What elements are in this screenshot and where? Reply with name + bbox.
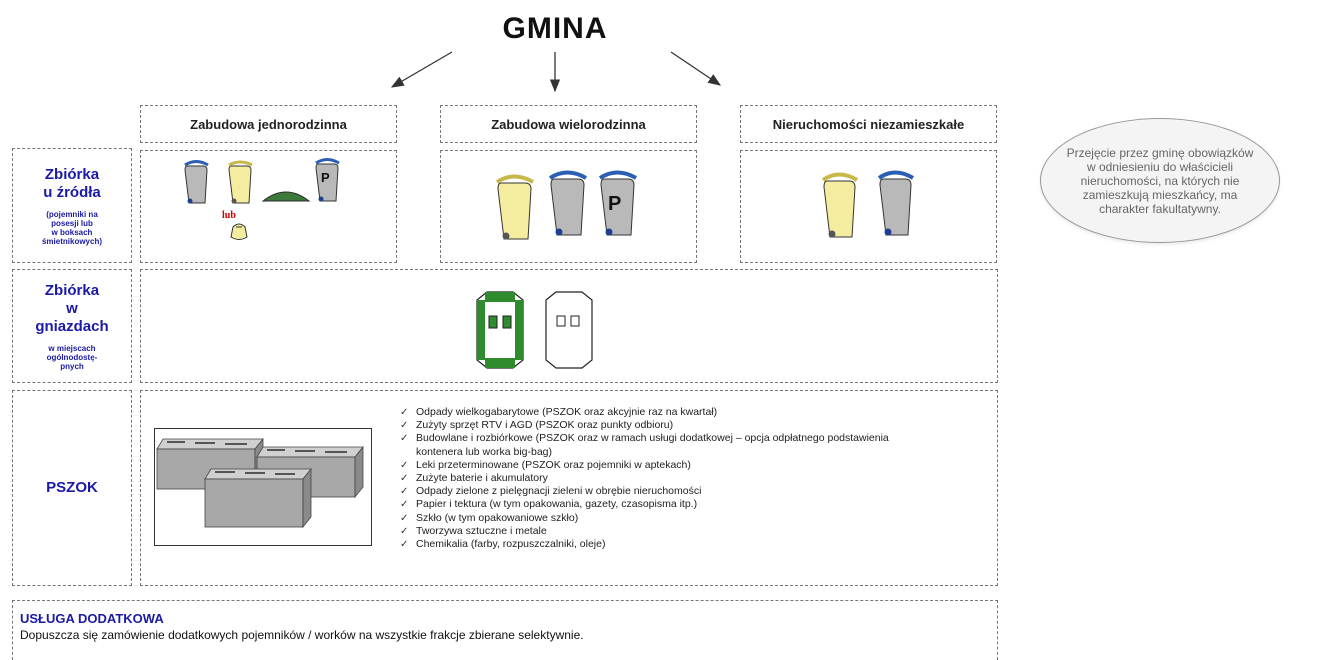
arrow-right <box>670 51 722 86</box>
row-label-main: Zbiórka w gniazdach <box>35 281 109 335</box>
list-item: Leki przeterminowane (PSZOK oraz pojemni… <box>400 459 900 472</box>
col-header-jednorodzinna: Zabudowa jednorodzinna <box>140 105 397 143</box>
gray-bin-icon <box>877 170 915 236</box>
container-front <box>204 467 312 529</box>
usluga-title: USŁUGA DODATKOWA <box>20 611 164 626</box>
green-igloo-icon <box>476 291 524 369</box>
list-item: Zużyty sprzęt RTV i AGD (PSZOK oraz punk… <box>400 419 900 432</box>
diagram-title: GMINA <box>502 12 608 45</box>
containers-icon <box>156 437 364 529</box>
list-item: Szkło (w tym opakowaniowe szkło) <box>400 512 900 525</box>
lub-label: lub <box>222 210 236 221</box>
paper-bin-letter: P <box>608 193 622 215</box>
list-item: Odpady wielkogabarytowe (PSZOK oraz akcy… <box>400 406 900 419</box>
col-header-niezamieszkale: Nieruchomości niezamieszkałe <box>740 105 997 143</box>
paper-bin-letter: P <box>321 170 330 185</box>
row-label-sub: w miejscach ogólnodostę- pnych <box>46 343 98 371</box>
bag-icon <box>230 223 248 240</box>
col-header-label: Zabudowa wielorodzinna <box>491 116 646 132</box>
note-ellipse: Przejęcie przez gminę obowiązków w odnie… <box>1040 118 1280 243</box>
cell-niezamieszkale-bins <box>740 150 997 263</box>
list-item: Odpady zielone z pielęgnacji zieleni w o… <box>400 485 900 498</box>
list-item: Chemikalia (farby, rozpuszczalniki, olej… <box>400 538 900 551</box>
yellow-bin-icon <box>821 172 859 238</box>
paper-bin-icon <box>315 158 340 202</box>
col-header-label: Zabudowa jednorodzinna <box>190 116 347 132</box>
compost-icon <box>261 191 311 202</box>
row-label-main: PSZOK <box>46 479 98 496</box>
white-igloo-icon <box>545 291 593 369</box>
row-label-zrodla: Zbiórka u źródła (pojemniki na posesji l… <box>12 148 132 263</box>
pszok-list: Odpady wielkogabarytowe (PSZOK oraz akcy… <box>400 406 900 551</box>
row-label-sub: (pojemniki na posesji lub w boksach śmie… <box>41 209 102 246</box>
bins-niezamieszkale <box>821 170 915 238</box>
col-header-wielorodzinna: Zabudowa wielorodzinna <box>440 105 697 143</box>
list-item: Tworzywa sztuczne i metale <box>400 525 900 538</box>
usluga-text: Dopuszcza się zamówienie dodatkowych poj… <box>20 628 584 642</box>
list-item: Zużyte baterie i akumulatory <box>400 472 900 485</box>
list-item: Budowlane i rozbiórkowe (PSZOK oraz w ra… <box>400 432 900 458</box>
usluga-box <box>12 600 998 660</box>
arrow-left <box>390 51 453 88</box>
row-label-pszok: PSZOK <box>12 390 132 586</box>
paper-bin-icon <box>598 170 638 236</box>
igloos <box>476 291 593 369</box>
containers-image <box>154 428 372 546</box>
yellow-bin-icon <box>495 174 535 240</box>
arrows <box>390 51 722 93</box>
list-item: Papier i tektura (w tym opakowania, gaze… <box>400 498 900 511</box>
cell-wielorodzinna-bins: P <box>440 150 697 263</box>
row-label-main: Zbiórka u źródła <box>43 165 101 201</box>
gray-bin-icon <box>548 170 588 236</box>
bins-jednorodzinna <box>184 158 340 240</box>
col-header-label: Nieruchomości niezamieszkałe <box>772 116 965 132</box>
note-text: Przejęcie przez gminę obowiązków w odnie… <box>1066 145 1254 216</box>
cell-gniazda-igloos <box>140 269 998 383</box>
gray-bin-icon <box>184 160 209 204</box>
row-label-gniazda: Zbiórka w gniazdach w miejscach ogólnodo… <box>12 269 132 383</box>
yellow-bin-icon <box>228 160 253 204</box>
bins-wielorodzinna <box>495 170 638 240</box>
cell-jednorodzinna-bins: P <box>140 150 397 263</box>
